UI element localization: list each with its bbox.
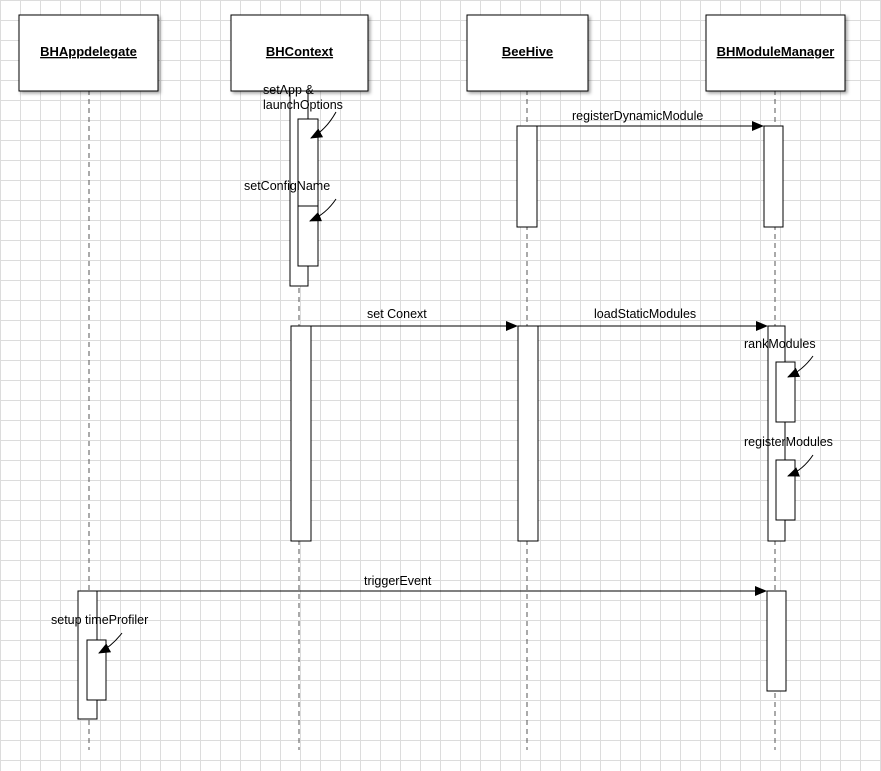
participant-manager[interactable]: BHModuleManager — [705, 14, 846, 92]
label-rank-modules: rankModules — [744, 337, 816, 351]
label-set-conext: set Conext — [367, 307, 427, 321]
participant-label-manager: BHModuleManager — [717, 44, 835, 59]
activation-context-setconfig — [297, 205, 319, 267]
label-register-modules: registerModules — [744, 435, 833, 449]
activation-beehive-1 — [516, 125, 538, 228]
label-trigger-event: triggerEvent — [364, 574, 432, 588]
message-labels: setApp & launchOptions setConfigName reg… — [51, 83, 833, 627]
label-set-config-name: setConfigName — [244, 179, 330, 193]
participant-appdelegate[interactable]: BHAppdelegate — [18, 14, 159, 92]
activation-manager-rank — [775, 361, 796, 423]
participant-label-appdelegate: BHAppdelegate — [40, 44, 137, 59]
activation-appdelegate-profiler — [86, 639, 107, 701]
activation-context-setapp — [297, 118, 319, 209]
activations-beehive — [516, 125, 539, 542]
participant-label-context: BHContext — [266, 44, 334, 59]
participant-label-beehive: BeeHive — [502, 44, 553, 59]
messages — [97, 121, 768, 596]
self-arrow-setapp[interactable] — [310, 111, 337, 139]
self-arrow-setconfig[interactable] — [309, 198, 337, 222]
participant-beehive[interactable]: BeeHive — [466, 14, 589, 92]
activations-appdelegate — [77, 590, 107, 720]
activation-manager-register — [775, 459, 796, 521]
self-arrow-profiler[interactable] — [98, 632, 123, 654]
label-register-dynamic-module: registerDynamicModule — [572, 109, 703, 123]
activations-context — [289, 90, 319, 542]
label-setup-time-profiler: setup timeProfiler — [51, 613, 148, 627]
label-set-app-line1: setApp & — [263, 83, 314, 97]
participant-context[interactable]: BHContext — [230, 14, 369, 92]
activation-context-2 — [290, 325, 312, 542]
activations-manager — [763, 125, 796, 692]
label-load-static-modules: loadStaticModules — [594, 307, 696, 321]
label-set-app-line2: launchOptions — [263, 98, 343, 112]
self-arrow-register[interactable] — [787, 454, 814, 477]
activation-manager-3 — [766, 590, 787, 692]
lifelines — [88, 90, 776, 750]
activation-beehive-2 — [517, 325, 539, 542]
self-arrow-rank[interactable] — [787, 355, 814, 378]
self-calls — [98, 111, 814, 654]
activation-manager-1 — [763, 125, 784, 228]
